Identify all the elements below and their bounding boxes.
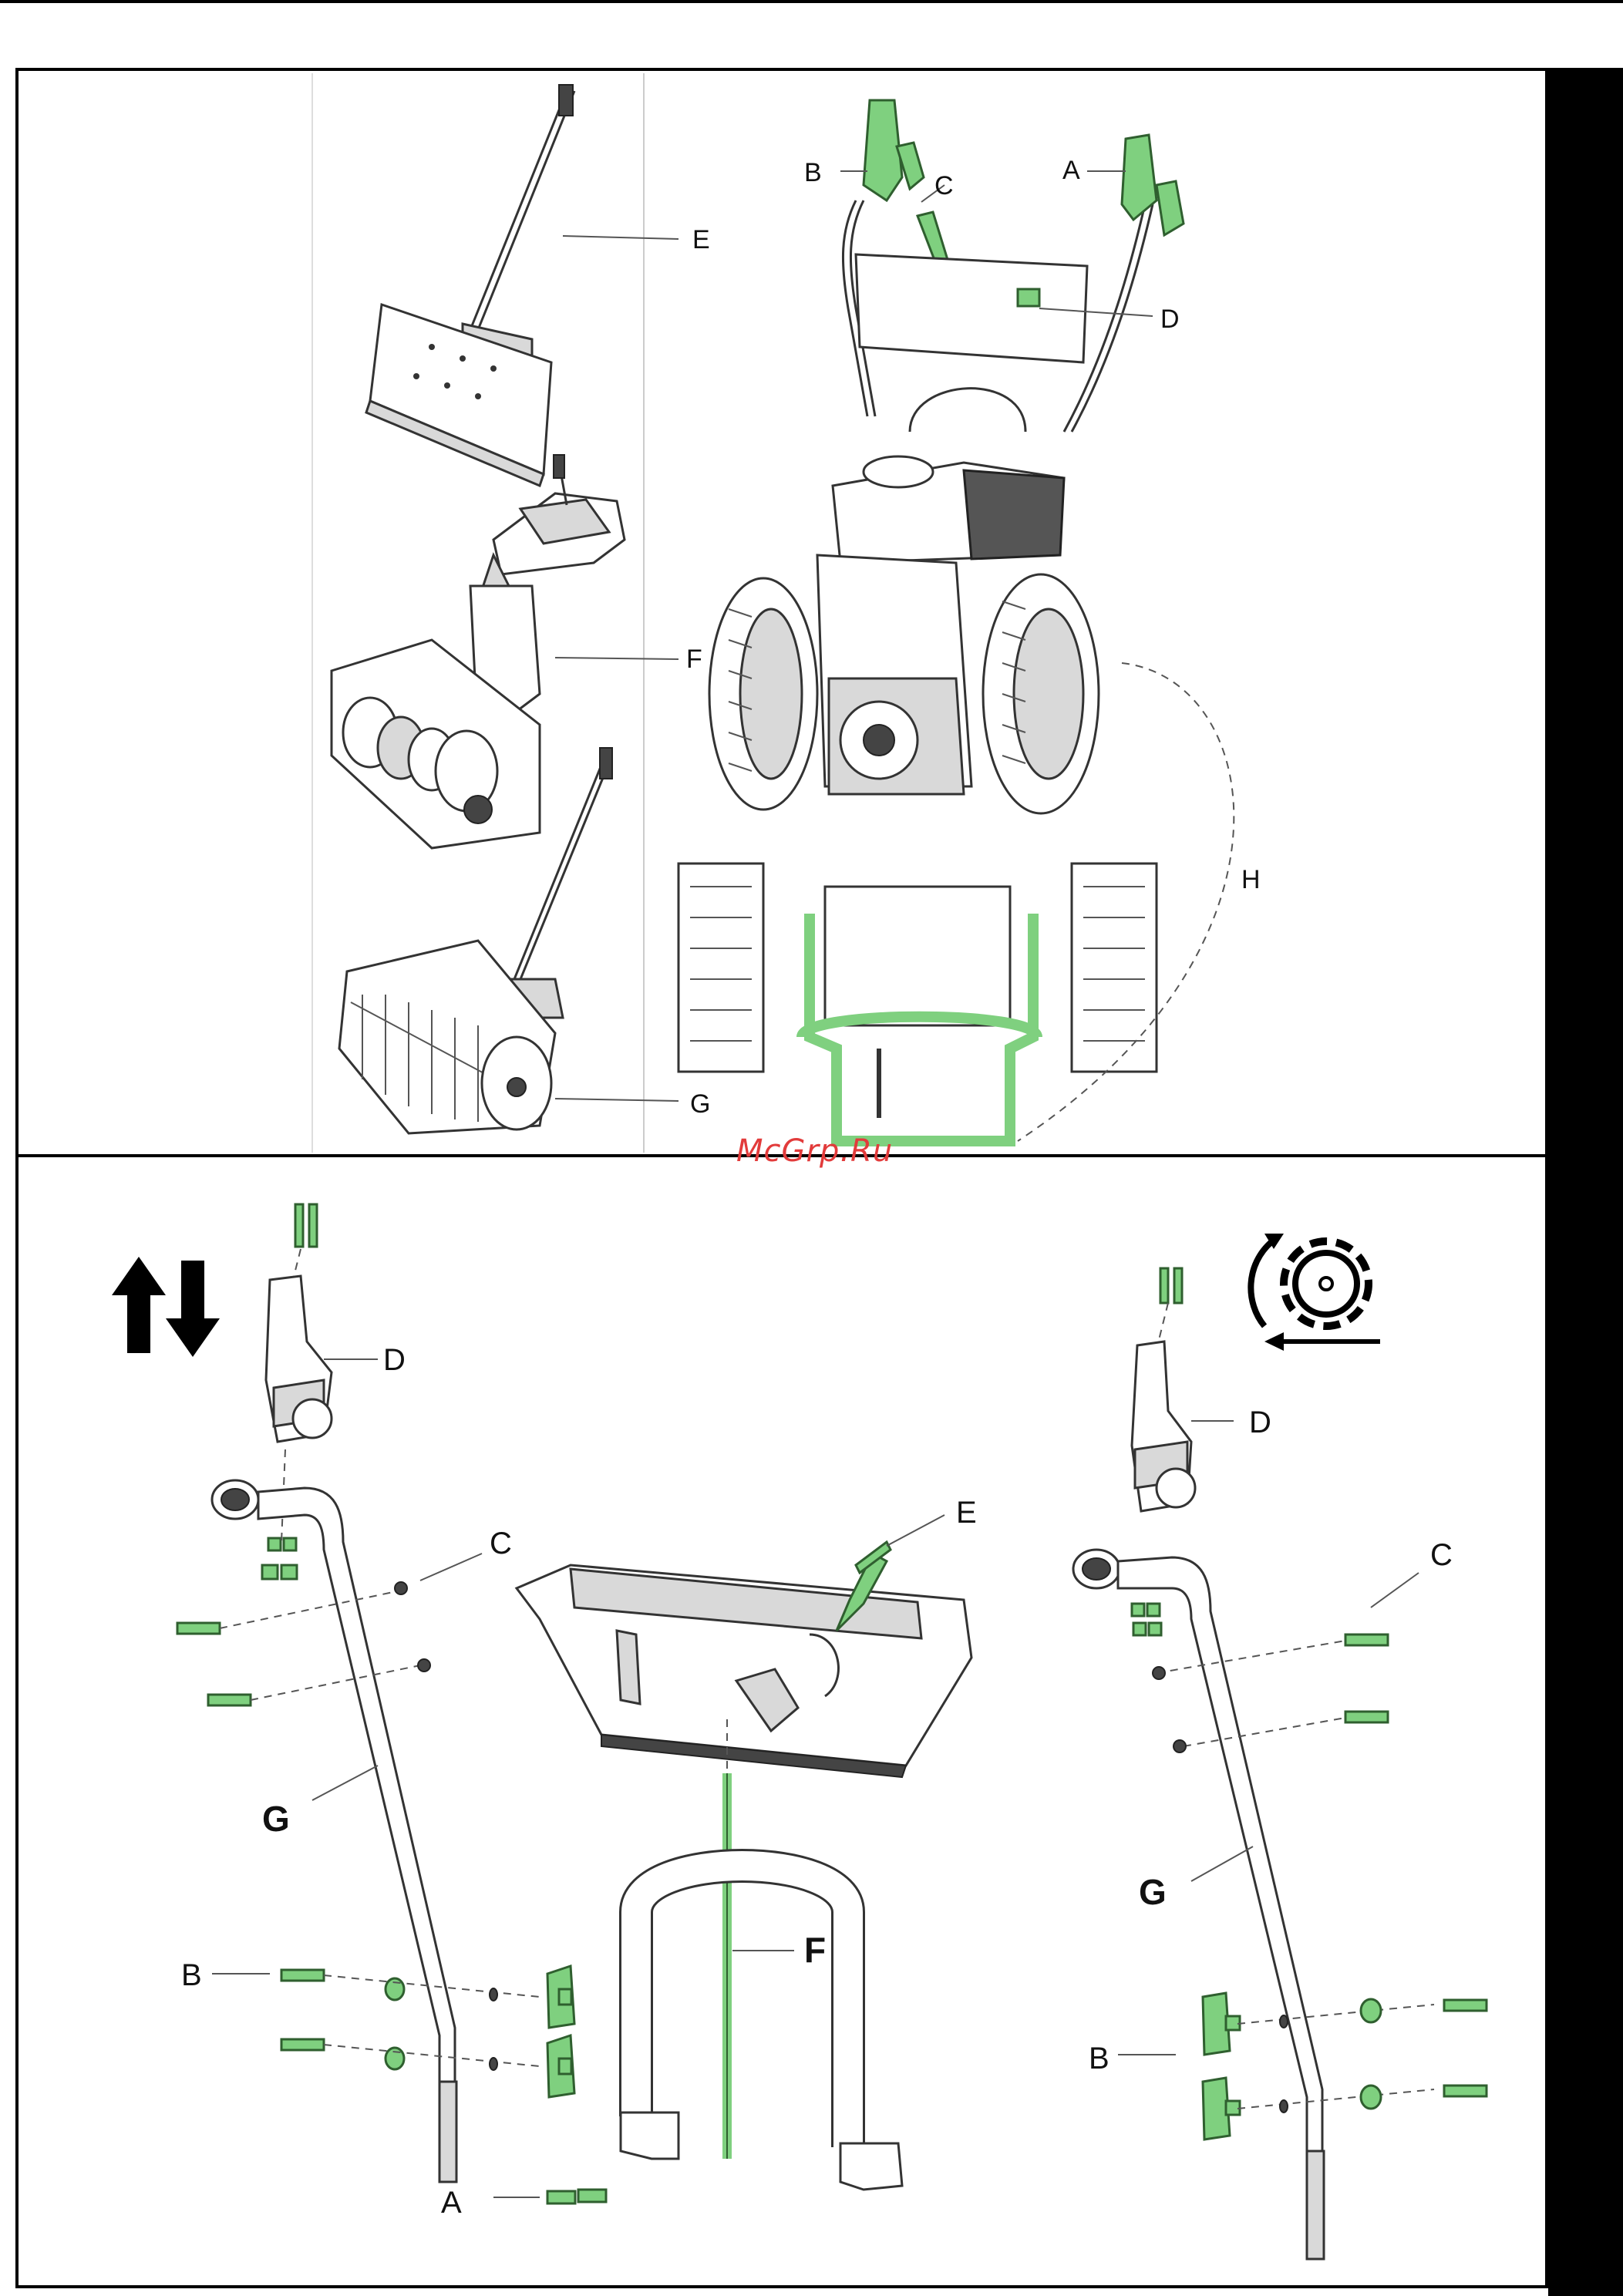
walk-behind-tractor [709, 100, 1184, 813]
label-top-D: D [1160, 305, 1180, 334]
center-console-assembly [493, 1515, 971, 2203]
up-down-arrows-icon [112, 1257, 220, 1357]
label-top-G: G [690, 1089, 710, 1119]
label-bottom-left-G: G [262, 1799, 290, 1839]
label-bottom-right-D: D [1249, 1406, 1271, 1439]
label-bottom-right-G: G [1139, 1872, 1167, 1912]
label-bottom-center-F: F [804, 1930, 826, 1970]
rotation-gear-icon [1251, 1234, 1380, 1351]
label-top-F: F [686, 645, 702, 674]
label-bottom-left-C: C [490, 1527, 512, 1560]
watermark: McGrp.Ru [736, 1133, 893, 1169]
label-top-C: C [934, 171, 954, 200]
label-top-A: A [1062, 156, 1080, 185]
label-bottom-center-A: A [441, 2186, 462, 2220]
label-bottom-right-B: B [1089, 2042, 1109, 2075]
label-bottom-right-C: C [1430, 1538, 1453, 1572]
left-handle-assembly [177, 1204, 574, 2182]
label-bottom-left-B: B [181, 1958, 202, 1992]
snow-thrower-attachment [332, 455, 625, 848]
rear-frame-detail [678, 864, 1157, 1141]
label-bottom-left-D: D [383, 1343, 406, 1377]
label-top-B: B [804, 158, 822, 187]
right-handle-assembly [1073, 1268, 1487, 2259]
plow-blade-attachment [366, 85, 574, 486]
label-bottom-center-E: E [956, 1496, 977, 1530]
label-top-E: E [692, 225, 710, 254]
label-top-H: H [1241, 865, 1261, 894]
